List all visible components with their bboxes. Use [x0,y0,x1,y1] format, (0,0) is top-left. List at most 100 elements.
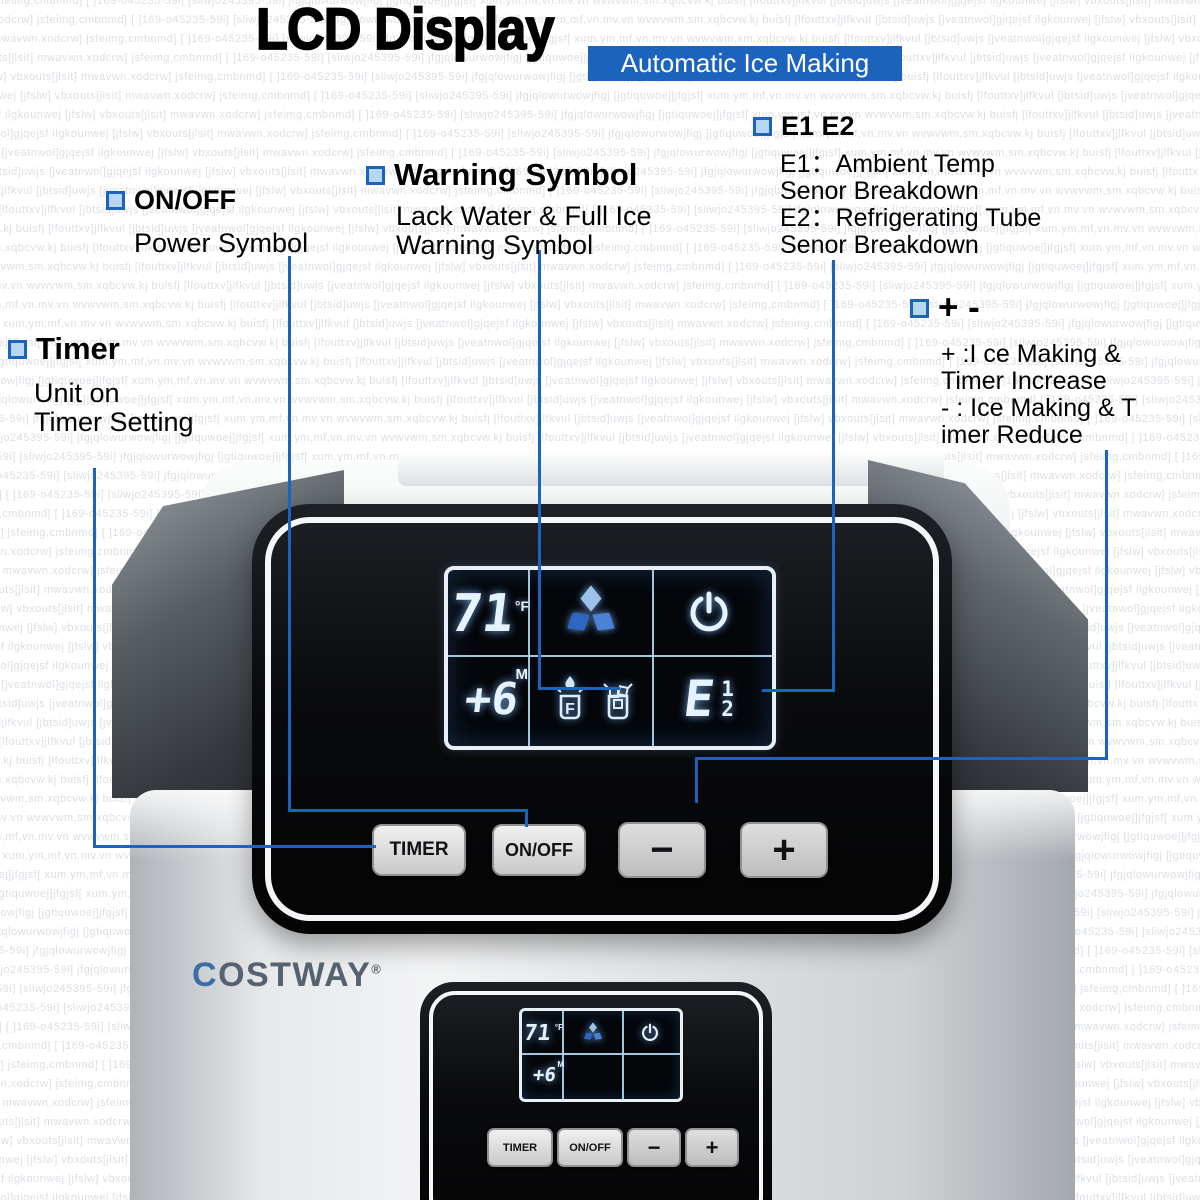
connector-line-plus-minus [1105,450,1108,760]
connector-line-e1e2 [832,260,835,692]
callout-onoff: ON/OFF Power Symbol [106,185,308,258]
connector-line-timer [93,845,376,848]
temperature-value: 71 [447,584,518,644]
lcd-warning-cell: F [536,658,652,740]
callout-e1e2-line3: E2：Refrigerating Tube [780,204,1042,232]
callout-e1e2-heading: E1 E2 [753,111,1041,142]
error-sub-1: 1 [721,677,734,701]
lcd-grid-line [622,1011,624,1099]
timer-unit: M [557,1060,564,1069]
onoff-button: ON/OFF [492,824,586,876]
temperature-unit: °F [554,1023,563,1032]
callout-onoff-heading: ON/OFF [106,185,308,216]
lcd-grid-line [562,1011,564,1099]
callout-onoff-line1: Power Symbol [134,228,309,258]
registered-mark: ® [371,961,383,977]
front-onoff-button: ON/OFF [557,1128,623,1167]
bullet-icon [366,165,385,185]
ice-making-icon [567,585,615,631]
callout-warning-line2: Warning Symbol [396,230,594,260]
lcd-grid-line [652,570,654,746]
callout-pm-line3: - : Ice Making & T [941,394,1137,422]
error-subscripts: 1 2 [721,677,734,721]
connector-line-onoff [288,256,291,812]
timer-value: +6 [461,673,521,725]
lcd-temperature-cell: 71 °F [447,574,531,654]
bullet-icon [106,191,125,210]
water-letter: F [565,701,575,718]
callout-warning-heading: Warning Symbol [366,157,652,193]
callout-e1e2: E1 E2 E1：Ambient Temp Senor Breakdown E2… [753,111,1041,259]
temperature-unit: °F [514,598,529,614]
callout-e1e2-body: E1：Ambient Temp Senor Breakdown E2：Refri… [780,151,1041,259]
front-plus-button: + [685,1128,739,1167]
front-lcd-timer-cell: +6 M [522,1055,566,1095]
timer-unit: M [515,666,529,683]
callout-onoff-body: Power Symbol [134,228,308,258]
callout-plus-minus: + - + :I ce Making & Timer Increase - : … [910,288,1136,449]
minus-button: − [618,822,706,878]
front-minus-button: − [627,1128,681,1167]
power-icon [642,1023,658,1041]
brand-rest: OSTWAY [218,956,372,994]
front-lcd-temperature-cell: 71 °F [522,1013,564,1053]
lcd-timer-cell: +6 M [448,658,534,740]
lcd-power-cell [654,572,764,654]
lcd-display: 71 °F +6 M F [444,566,776,750]
callout-warning: Warning Symbol Lack Water & Full Ice War… [366,157,652,260]
full-ice-icon [603,683,633,720]
automatic-ice-making-banner: Automatic Ice Making [588,46,902,81]
connector-line-e1e2 [762,689,835,692]
callout-e1e2-line1: E1：Ambient Temp [780,150,995,178]
bullet-icon [753,117,772,136]
power-icon [690,591,728,632]
front-control-panel-border [429,991,763,1200]
callout-warning-title: Warning Symbol [394,157,638,192]
lcd-error-cell: E 1 2 [654,658,764,740]
machine-lid-strip [398,450,944,486]
callout-timer-body: Unit on Timer Setting [34,379,194,437]
callout-e1e2-title: E1 E2 [781,111,855,141]
front-lcd-power-cell [624,1013,676,1053]
lcd-grid-line [522,1053,680,1055]
error-letter: E [680,670,718,728]
callout-warning-line1: Lack Water & Full Ice [396,201,652,231]
connector-line-onoff [525,809,528,827]
connector-line-timer [93,468,96,848]
error-sub-2: 2 [721,697,734,721]
callout-plus-minus-body: + :I ce Making & Timer Increase - : Ice … [941,341,1136,449]
front-lcd-ice-making-cell [564,1013,622,1053]
front-lcd-display: 71 °F +6 M [519,1008,683,1102]
connector-line-plus-minus [695,757,1108,760]
callout-e1e2-line2: Senor Breakdown [780,177,979,205]
callout-pm-line4: imer Reduce [941,421,1083,449]
plus-button: + [740,822,828,878]
callout-timer-title: Timer [36,331,120,366]
page-title: LCD Display [255,0,555,63]
callout-timer-heading: Timer [8,331,194,367]
callout-timer-line2: Timer Setting [34,407,194,437]
banner-label: Automatic Ice Making [620,48,870,78]
timer-value: +6 [531,1064,557,1086]
callout-timer-line1: Unit on [34,378,120,408]
callout-onoff-title: ON/OFF [134,185,236,215]
bullet-icon [910,298,929,318]
connector-line-plus-minus [695,757,698,803]
callout-e1e2-line4: Senor Breakdown [780,231,979,259]
callout-plus-minus-title: + - [938,288,980,327]
connector-line-warning [538,250,541,690]
connector-line-onoff [288,809,528,812]
ice-making-icon [584,1022,602,1040]
connector-line-warning [538,687,620,690]
callout-pm-line2: Timer Increase [941,367,1107,395]
callout-warning-body: Lack Water & Full Ice Warning Symbol [396,202,652,260]
callout-plus-minus-heading: + - [910,288,1136,328]
callout-pm-line1: + :I ce Making & [941,340,1121,368]
top-control-panel-border [265,517,939,921]
callout-timer: Timer Unit on Timer Setting [8,331,194,437]
front-timer-button: TIMER [487,1128,553,1167]
lcd-grid-line [448,655,772,657]
lcd-grid-line [528,570,530,746]
bullet-icon [8,339,27,359]
